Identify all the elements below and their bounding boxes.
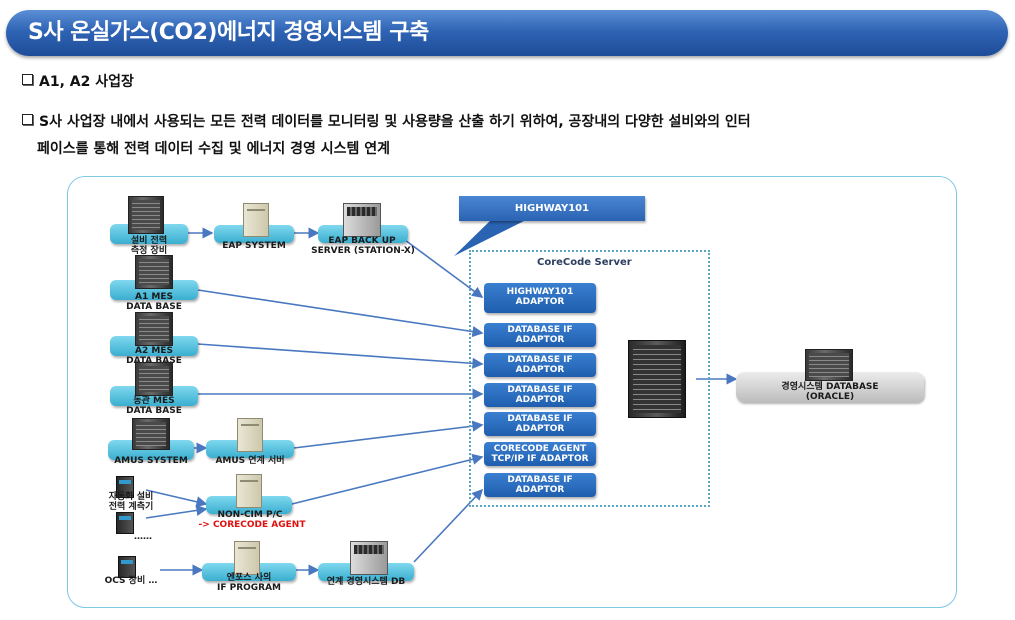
bullet-sites-text: A1, A2 사업장 <box>39 74 134 90</box>
adaptor-database-if-a1: DATABASE IF ADAPTOR <box>484 323 596 347</box>
adaptor-highway101: HIGHWAY101 ADAPTOR <box>484 283 596 313</box>
adaptor-database-if-linkdb: DATABASE IF ADAPTOR <box>484 473 596 497</box>
auto-meter-icon-2 <box>116 512 134 534</box>
adaptor-line1: DATABASE IF <box>507 325 573 335</box>
link-db-rack-icon <box>350 541 388 575</box>
corecode-server-box <box>469 250 710 507</box>
ocs-meter-icon <box>118 556 136 578</box>
adaptor-line1: DATABASE IF <box>507 355 573 365</box>
equipment-meter-label-line1: 설비 전력 <box>130 236 168 246</box>
bullet-description-cont: 페이스를 통해 전력 데이터 수집 및 에너지 경영 시스템 연계 <box>37 141 390 157</box>
donggwan-mes-label-line1: 동관 MES <box>133 396 175 406</box>
arrow-noncim-to-agent <box>291 453 484 505</box>
corecode-server-title: CoreCode Server <box>537 257 632 268</box>
target-db-server-icon <box>805 349 853 381</box>
auto-meter-more-label: …… <box>134 532 152 542</box>
donggwan-mes-server-icon <box>135 362 173 396</box>
auto-meter-icon <box>116 476 134 498</box>
adaptor-database-if-amus: DATABASE IF ADAPTOR <box>484 412 596 436</box>
equipment-meter-label-line2: 측정 장비 <box>130 246 168 256</box>
bullet-sites: A1, A2 사업장 <box>22 71 134 91</box>
adaptor-line2: ADAPTOR <box>515 395 565 405</box>
enforce-label-line1: 엔포스 사의 <box>226 573 272 583</box>
adaptor-database-if-donggwan: DATABASE IF ADAPTOR <box>484 383 596 407</box>
highway101-callout: HIGHWAY101 <box>459 196 645 221</box>
eap-backup-label-line1: EAP BACK UP <box>328 236 396 246</box>
adaptor-line2: ADAPTOR <box>515 365 565 375</box>
adaptor-line1: DATABASE IF <box>507 475 573 485</box>
auto-meter-label-line2: 전력 계측기 <box>108 502 154 512</box>
corecode-agent-note: -> CORECODE AGENT <box>198 520 306 530</box>
adaptor-corecode-agent: CORECODE AGENT TCP/IP IF ADAPTOR <box>484 442 596 466</box>
ocs-label: OCS 장비 … <box>104 576 158 586</box>
amus-system-label: AMUS SYSTEM <box>114 456 188 466</box>
adaptor-line1: CORECODE AGENT <box>493 444 587 454</box>
adaptor-line1: DATABASE IF <box>507 414 573 424</box>
target-db-label-line2: (ORACLE) <box>805 392 855 402</box>
arrow-amuslink-to-adaptor <box>293 420 484 449</box>
non-cim-label: NON-CIM P/C <box>217 510 283 520</box>
eap-pc-icon <box>243 203 269 237</box>
adaptor-line2: ADAPTOR <box>515 335 565 345</box>
arrow-a2-to-adaptor <box>197 343 484 369</box>
checkbox-bullet-icon <box>22 74 33 85</box>
bullet-description: S사 사업장 내에서 사용되는 모든 전력 데이터를 모니터링 및 사용량을 산… <box>22 111 751 131</box>
a1-mes-label-line2: DATA BASE <box>126 302 182 312</box>
adaptor-line2: ADAPTOR <box>515 297 565 307</box>
bullet-description-line1: S사 사업장 내에서 사용되는 모든 전력 데이터를 모니터링 및 사용량을 산… <box>39 114 751 130</box>
enforce-pc-icon <box>234 541 260 575</box>
adaptor-line2: ADAPTOR <box>515 485 565 495</box>
amus-link-server-label: AMUS 연계 서버 <box>215 456 285 466</box>
adaptor-line2: TCP/IP IF ADAPTOR <box>491 454 589 464</box>
donggwan-mes-platform <box>110 386 198 406</box>
eap-system-label: EAP SYSTEM <box>222 241 286 251</box>
adaptor-line1: HIGHWAY101 <box>506 287 574 297</box>
a2-mes-label-line2: DATA BASE <box>126 356 182 366</box>
arrow-a1-to-adaptor <box>197 289 484 338</box>
arrow-meter2-to-noncim <box>145 504 208 519</box>
adaptor-line1: DATABASE IF <box>507 385 573 395</box>
non-cim-pc-icon <box>236 474 262 508</box>
a1-mes-platform <box>110 280 198 300</box>
a1-mes-label-line1: A1 MES <box>135 292 173 302</box>
diagram-frame <box>67 176 957 608</box>
adaptor-database-if-a2: DATABASE IF ADAPTOR <box>484 353 596 377</box>
donggwan-mes-label-line2: DATA BASE <box>126 406 182 416</box>
a1-mes-server-icon <box>135 255 173 289</box>
equipment-meter-icon <box>128 196 164 234</box>
amus-platform <box>108 440 194 460</box>
a2-mes-server-icon <box>135 312 173 346</box>
corecode-server-rack-icon <box>628 340 686 418</box>
adaptor-line2: ADAPTOR <box>515 424 565 434</box>
page-title: S사 온실가스(CO2)에너지 경영시스템 구축 <box>28 20 429 45</box>
auto-meter-label-line1: 자동화 설비 <box>108 492 154 502</box>
enforce-label-line2: IF PROGRAM <box>216 583 282 593</box>
target-db-label-line1: 경영시스템 DATABASE <box>781 382 879 392</box>
link-db-label: 연계 경영시스템 DB <box>326 577 406 587</box>
title-bar: S사 온실가스(CO2)에너지 경영시스템 구축 <box>6 10 1008 56</box>
amus-link-pc-icon <box>237 418 263 452</box>
a2-mes-label-line1: A2 MES <box>135 346 173 356</box>
amus-server-icon <box>132 418 170 450</box>
eap-backup-label-line2: SERVER (STATION-X) <box>311 246 415 256</box>
eap-backup-rack-icon <box>343 203 381 237</box>
checkbox-bullet-icon <box>22 114 33 125</box>
arrow-meter1-to-noncim <box>145 489 208 508</box>
a2-mes-platform <box>110 336 198 356</box>
